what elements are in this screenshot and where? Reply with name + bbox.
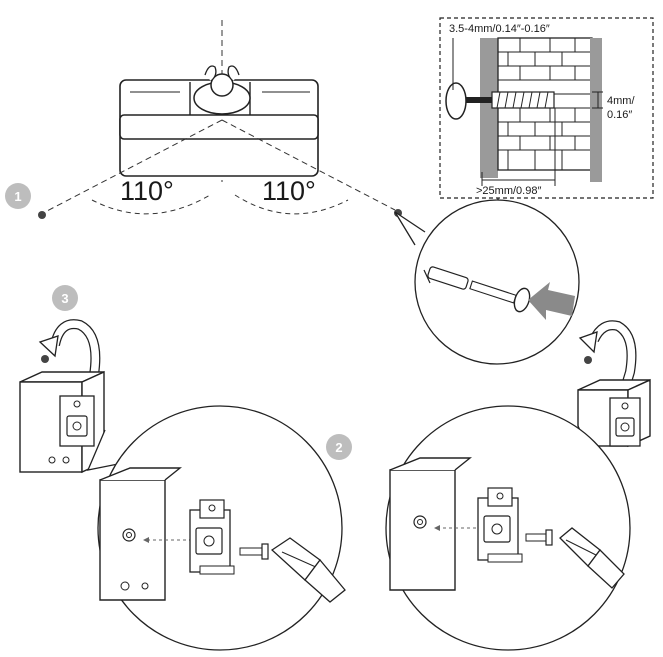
screw-icon [584,356,592,364]
listening-position-group: 110° 110° [38,20,402,219]
insert-arrow-icon [528,282,575,320]
screw-diameter-label-1: 4mm/ [607,95,635,107]
svg-text:1: 1 [14,189,21,204]
speaker-icon [38,211,46,219]
screw-icon [239,543,269,560]
screw-icon [41,355,49,363]
svg-text:2: 2 [335,440,342,455]
sofa-icon [119,79,319,177]
right-angle-label: 110° [262,176,316,206]
rotate-arrow-icon [578,320,637,384]
bracket-install-detail-left [86,405,346,651]
wall-plug-icon [423,266,469,290]
wall-detail-box: 3.5-4mm/0.14″-0.16″ 4mm/ 0.16″ >25mm/0.9… [439,17,654,292]
right-angle-line [221,119,396,211]
screw-diameter-label-2: 0.16″ [607,109,632,121]
bracket-install-detail-right [385,405,631,651]
wall-surface [480,38,498,178]
wall-plug-detail [394,199,580,365]
rotate-arrow-icon [38,319,101,387]
step-badge-3: 3 [52,285,78,311]
svg-text:3: 3 [61,291,68,306]
screwdriver-icon [270,537,346,603]
left-angle-label: 110° [120,176,174,206]
left-angle-line [44,119,223,213]
brick-wall-icon [497,37,602,182]
embed-depth-label: >25mm/0.98″ [476,185,541,197]
wall-bracket-icon [59,395,95,447]
step-badge-2: 2 [326,434,352,460]
wall-bracket-icon [609,397,641,447]
step-badge-1: 1 [5,183,31,209]
listener-icon [193,65,251,115]
screw-icon [469,280,531,313]
screwdriver-icon [559,527,625,589]
wall-bracket-icon [189,499,235,575]
wall-bracket-icon [477,487,523,563]
screw-icon [525,529,553,546]
left-angle-arc [91,194,211,215]
screw-length-label: 3.5-4mm/0.14″-0.16″ [449,23,550,35]
screw-icon [445,82,555,120]
